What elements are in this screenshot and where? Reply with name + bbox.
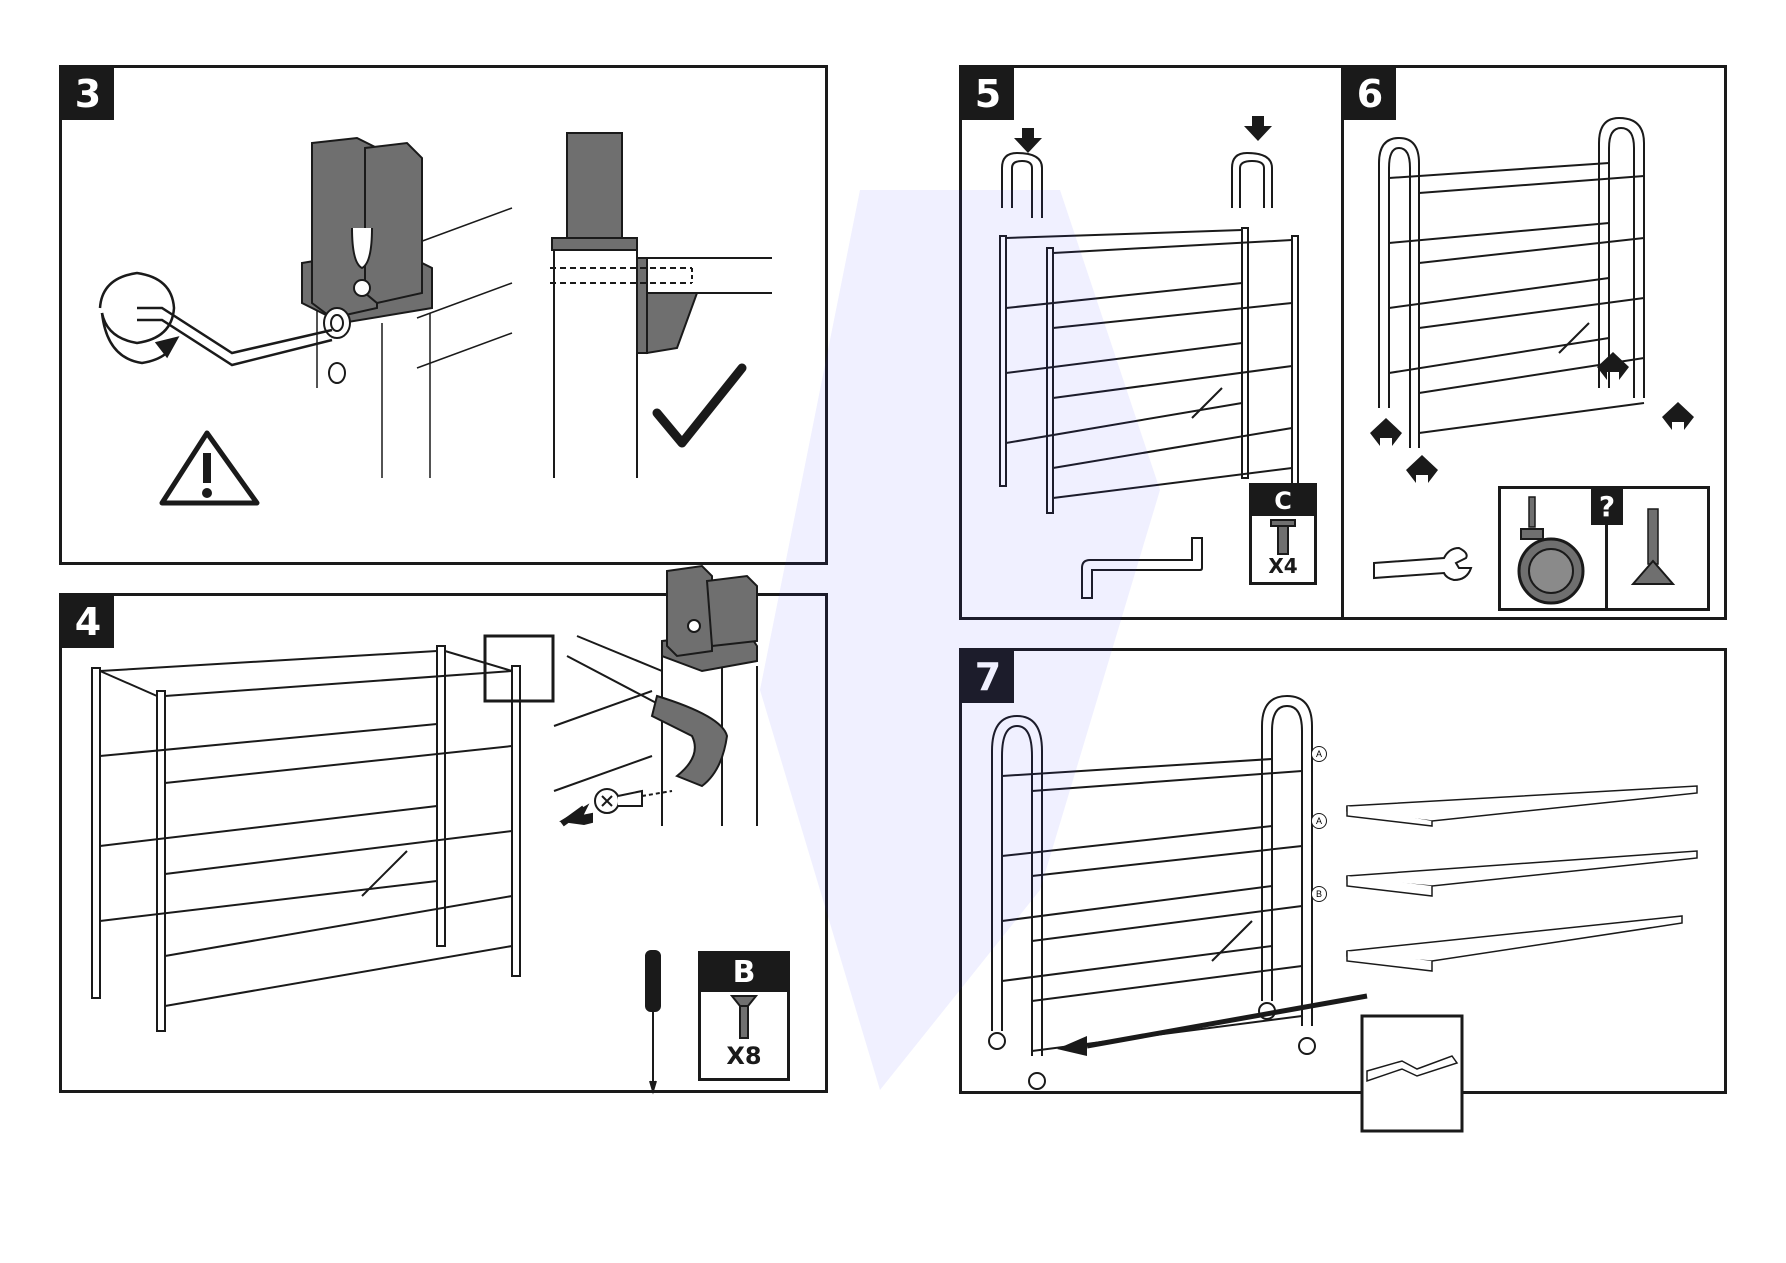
part-b-qty: X8	[701, 1042, 787, 1070]
shelf-label-a2: A	[1311, 813, 1327, 829]
part-b-letter: B	[701, 954, 787, 992]
screwdriver-icon	[646, 951, 660, 1091]
checkmark-icon	[657, 368, 742, 443]
rotate-arrow-icon	[100, 273, 332, 365]
step-7-illustration	[962, 651, 1730, 1097]
arrow-icon	[1057, 1036, 1087, 1056]
allen-key-icon	[1082, 538, 1202, 598]
step-7-panel: 7	[959, 648, 1727, 1094]
screw-icon	[698, 992, 790, 1042]
wrench-icon	[1374, 548, 1471, 580]
shelf-label-b: B	[1311, 886, 1327, 902]
zoomed-joint	[554, 566, 757, 826]
step-3-panel: 3	[59, 65, 828, 565]
part-c-letter: C	[1252, 486, 1314, 516]
warning-icon	[162, 433, 257, 503]
step-3-illustration	[62, 68, 831, 568]
bolt-icon	[1249, 518, 1317, 558]
rack-frame	[92, 646, 520, 1031]
caster-wheel-icon	[1501, 489, 1605, 609]
shelf-panels	[1347, 786, 1697, 971]
part-c-box: C X4	[1249, 483, 1317, 585]
shelf-label-a1: A	[1311, 746, 1327, 762]
end-cap-3d	[302, 138, 432, 323]
caster-option-box: ?	[1498, 486, 1710, 611]
leveling-foot-icon	[1608, 489, 1712, 609]
step-5-6-panel: 5 6 C	[959, 65, 1727, 620]
part-c-qty: X4	[1252, 554, 1314, 578]
part-b-box: B X8	[698, 951, 790, 1081]
cross-section	[550, 133, 772, 478]
step-4-panel: 4	[59, 593, 828, 1093]
